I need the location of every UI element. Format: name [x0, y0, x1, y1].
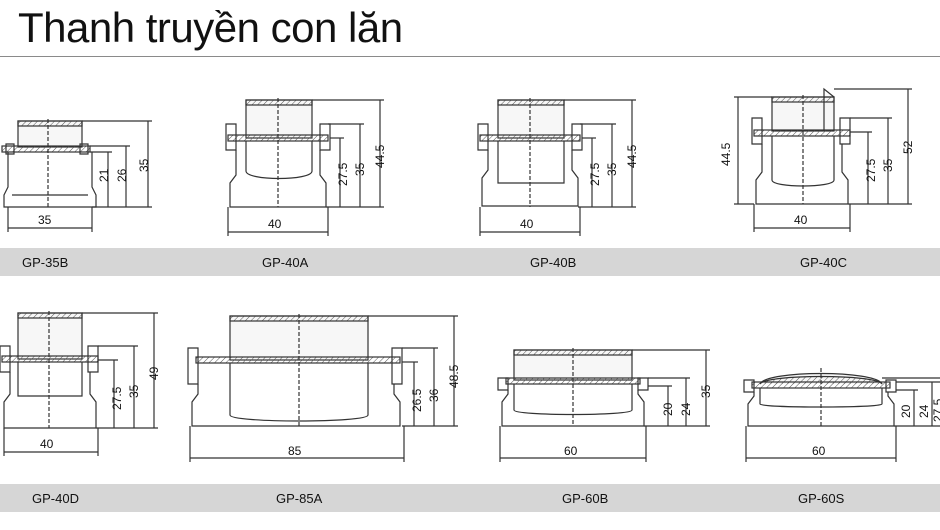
dim-height-1-gp-40c: 44.5 [719, 142, 733, 166]
dim-height-1-gp-40a: 27.5 [336, 162, 350, 186]
dim-height-1-gp-60s: 20 [899, 404, 913, 418]
dim-width-gp-60b: 60 [564, 444, 578, 458]
dim-height-2-gp-40b: 35 [605, 162, 619, 176]
dim-height-1-gp-40b: 27.5 [588, 162, 602, 186]
dim-height-3-gp-40a: 44.5 [373, 144, 387, 168]
profile-gp-35b [1, 119, 152, 232]
dim-width-gp-40d: 40 [40, 437, 54, 451]
profile-gp-60s [743, 368, 940, 462]
model-label-gp-60b: GP-60B [562, 491, 609, 506]
model-label-gp-40c: GP-40C [800, 255, 847, 270]
dim-height-3-gp-40d: 49 [147, 366, 161, 380]
dim-height-2-gp-85a: 36 [427, 388, 441, 402]
dim-width-gp-85a: 85 [288, 444, 302, 458]
dim-height-3-gp-35b: 35 [137, 158, 151, 172]
dim-height-2-gp-60s: 24 [917, 404, 931, 418]
profile-gp-60b [497, 348, 710, 462]
dim-height-3-gp-40c: 35 [881, 158, 895, 172]
model-label-gp-40b: GP-40B [530, 255, 577, 270]
dim-height-3-gp-60b: 35 [699, 384, 713, 398]
profile-gp-40b [477, 98, 636, 236]
dim-height-1-gp-85a: 26.5 [410, 388, 424, 412]
dim-height-2-gp-40d: 35 [127, 384, 141, 398]
model-label-gp-40d: GP-40D [32, 491, 79, 506]
dim-height-2-gp-60b: 24 [679, 402, 693, 416]
dim-width-gp-35b: 35 [38, 213, 52, 227]
dim-height-4-gp-40c: 52 [901, 140, 915, 154]
dim-height-3-gp-60s: 27.5 [931, 398, 940, 422]
page-title: Thanh truyền con lăn [18, 4, 403, 51]
dim-width-gp-40a: 40 [268, 217, 282, 231]
label-band-top [0, 248, 940, 276]
model-label-gp-35b: GP-35B [22, 255, 69, 270]
label-band-bottom [0, 484, 940, 512]
dim-height-2-gp-40a: 35 [353, 162, 367, 176]
dim-height-2-gp-40c: 27.5 [864, 158, 878, 182]
model-label-gp-85a: GP-85A [276, 491, 323, 506]
dim-height-3-gp-85a: 48.5 [447, 364, 461, 388]
dim-height-1-gp-60b: 20 [661, 402, 675, 416]
profile-gp-40d [0, 311, 158, 456]
title-divider [0, 56, 940, 57]
dim-width-gp-40b: 40 [520, 217, 534, 231]
model-label-gp-60s: GP-60S [798, 491, 845, 506]
dim-height-1-gp-35b: 21 [97, 168, 111, 182]
profile-gp-40a [225, 98, 384, 236]
dim-height-3-gp-40b: 44.5 [625, 144, 639, 168]
dim-height-2-gp-35b: 26 [115, 168, 129, 182]
model-label-gp-40a: GP-40A [262, 255, 309, 270]
profile-gp-85a [187, 314, 458, 462]
profile-gp-40c [734, 87, 912, 232]
dim-width-gp-60s: 60 [812, 444, 826, 458]
dim-width-gp-40c: 40 [794, 213, 808, 227]
dim-height-1-gp-40d: 27.5 [110, 386, 124, 410]
